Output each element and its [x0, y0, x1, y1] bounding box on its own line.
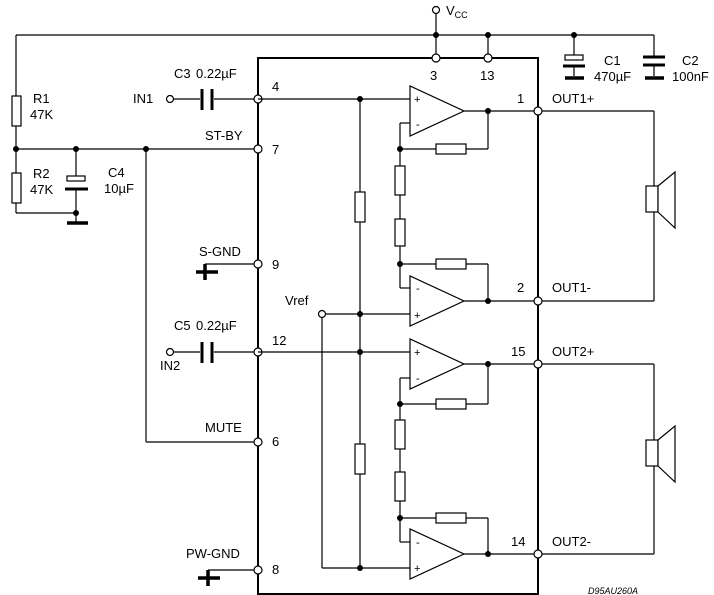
- pin-9-label: 9: [272, 257, 279, 272]
- pin-14-dot: [533, 549, 543, 559]
- amp1p-plus-sign: +: [414, 94, 420, 106]
- input-2-net: IN2 C5 0.22µF: [160, 318, 263, 373]
- amplifier-1-negative: - +: [409, 275, 466, 327]
- ic-body: [257, 57, 539, 595]
- c2-value: 100nF: [672, 69, 709, 84]
- in1-label: IN1: [133, 91, 153, 106]
- resistor-r2: R2 47K: [11, 166, 76, 214]
- in2-terminal: [165, 347, 175, 357]
- pwgnd-label: PW-GND: [186, 546, 240, 561]
- r2-value: 47K: [30, 182, 53, 197]
- vcc-label: VCC: [446, 3, 468, 20]
- c3-name: C3: [174, 66, 191, 81]
- c1-value: 470µF: [594, 69, 631, 84]
- pwgnd-net: PW-GND: [186, 546, 263, 586]
- r2-name: R2: [33, 166, 50, 181]
- pin-8-dot: [253, 565, 263, 575]
- c4-name: C4: [108, 165, 125, 180]
- c3-value: 0.22µF: [196, 66, 237, 81]
- input-1-net: IN1 C3 0.22µF: [133, 66, 263, 110]
- c2-name: C2: [682, 53, 699, 68]
- internal-wiring: Vref: [258, 96, 489, 571]
- c5-name: C5: [174, 318, 191, 333]
- out2p-label: OUT2+: [552, 344, 594, 359]
- pin-2-label: 2: [517, 280, 524, 295]
- amp1p-minus-sign: -: [416, 119, 420, 131]
- out1m-label: OUT1-: [552, 280, 591, 295]
- amp1m-plus-sign: +: [414, 310, 420, 322]
- pin-15-label: 15: [511, 344, 525, 359]
- pin-12-label: 12: [272, 333, 286, 348]
- speaker-2-icon: [645, 364, 676, 554]
- amp2m-plus-sign: +: [414, 563, 420, 575]
- pin-3-dot: [431, 53, 441, 63]
- mute-net: MUTE: [145, 149, 263, 447]
- mute-label: MUTE: [205, 420, 242, 435]
- c5-value: 0.22µF: [196, 318, 237, 333]
- capacitor-c4: C4 10µF: [65, 146, 134, 225]
- capacitor-c2: C2 100nF: [643, 35, 709, 84]
- vref-label: Vref: [285, 293, 309, 308]
- c1-name: C1: [604, 53, 621, 68]
- r1-value: 47K: [30, 107, 53, 122]
- pin-8-label: 8: [272, 562, 279, 577]
- pin-14-label: 14: [511, 534, 525, 549]
- output-nets: OUT1+ OUT1- OUT2+ OUT2-: [464, 91, 654, 559]
- in1-terminal: [165, 94, 175, 104]
- vref-terminal: [317, 309, 327, 319]
- pin-9-dot: [253, 259, 263, 269]
- pin-numbers: 3 13 4 7 9 12 6 8 1 2 15 14: [272, 68, 525, 577]
- r1-name: R1: [33, 91, 50, 106]
- capacitor-c1: C1 470µF: [563, 35, 631, 84]
- in2-label: IN2: [160, 358, 180, 373]
- sgnd-label: S-GND: [199, 244, 241, 259]
- pin-6-dot: [253, 437, 263, 447]
- pin-1-dot: [533, 106, 543, 116]
- stby-label: ST-BY: [205, 128, 243, 143]
- out2m-label: OUT2-: [552, 534, 591, 549]
- drawing-code: D95AU260A: [588, 586, 638, 595]
- pin-4-label: 4: [272, 79, 279, 94]
- stby-net: ST-BY: [16, 128, 263, 154]
- amp2p-minus-sign: -: [416, 373, 420, 385]
- amp1m-minus-sign: -: [416, 283, 420, 295]
- amplifier-2-positive: + -: [409, 338, 466, 390]
- amp2m-minus-sign: -: [416, 537, 420, 549]
- amp2p-plus-sign: +: [414, 347, 420, 359]
- pin-15-dot: [533, 359, 543, 369]
- pin-7-dot: [253, 144, 263, 154]
- out1p-label: OUT1+: [552, 91, 594, 106]
- pin-13-label: 13: [480, 68, 494, 83]
- c4-value: 10µF: [104, 181, 134, 196]
- speaker-1-icon: [645, 111, 676, 301]
- pin-6-label: 6: [272, 434, 279, 449]
- resistor-r1: R1 47K: [11, 35, 53, 173]
- amplifier-1-positive: + -: [409, 85, 466, 137]
- pin-3-label: 3: [430, 68, 437, 83]
- pin-2-dot: [533, 296, 543, 306]
- vcc-rail: VCC: [16, 3, 654, 63]
- amplifier-2-negative: - +: [409, 528, 466, 580]
- pin-1-label: 1: [517, 91, 524, 106]
- pin-7-label: 7: [272, 142, 279, 157]
- sgnd-net: S-GND: [196, 244, 263, 280]
- vcc-terminal: [431, 5, 441, 15]
- pin-13-dot: [483, 53, 493, 63]
